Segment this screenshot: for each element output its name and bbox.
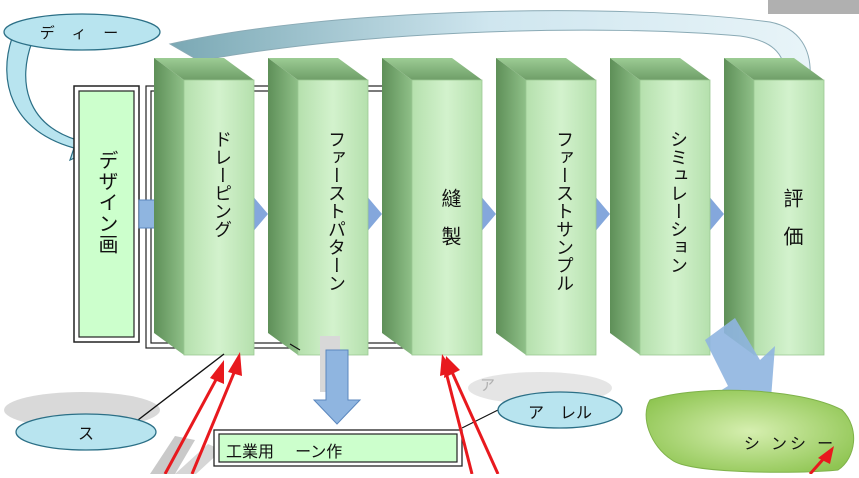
stage-label-draping: ドレーピング (211, 130, 232, 238)
leader-line-2 (289, 343, 301, 351)
top-ellipse-label: デ ィ ー (39, 24, 125, 42)
red-arrow-2 (190, 352, 242, 475)
stage-label-evaluation: 評価 (780, 188, 804, 264)
top-ellipse (3, 13, 161, 51)
stage-block-draping (154, 58, 255, 356)
left-ellipse-label: ス (77, 424, 94, 443)
stage-label-simulation: シミュレーション (667, 130, 688, 274)
stage-label-first-pattern: ファーストパターン (325, 130, 346, 292)
stage-block-simulation (610, 58, 711, 356)
industrial-box-label: 工業用 ーン作 (226, 442, 343, 461)
design-box (78, 90, 135, 338)
stage-label-first-sample: ファーストサンプル (553, 130, 574, 292)
green-blob-label: シ ンシ ー (743, 434, 837, 453)
stage-block-evaluation (724, 58, 825, 356)
apparel-ellipse-label: ア レル (527, 403, 592, 422)
stage-block-first-sample (496, 58, 597, 356)
stage-blocks (154, 58, 825, 356)
apparel-ellipse (497, 391, 623, 429)
faded-label: ア (480, 376, 496, 394)
leader-line-1 (137, 353, 225, 421)
red-arrow-5 (808, 446, 834, 475)
industrial-box (218, 433, 458, 463)
pattern-down-arrow (312, 349, 362, 425)
red-arrow-4 (444, 356, 500, 475)
green-sync-blob (645, 389, 855, 473)
corner-tab (768, 0, 859, 14)
gray-band-1 (150, 436, 195, 474)
feedback-arrow (168, 10, 811, 79)
left-ellipse (15, 413, 157, 451)
red-arrow-1 (163, 360, 224, 475)
stage-block-first-pattern (268, 58, 369, 356)
stage-block-sewing (382, 58, 483, 356)
design-box-label: デザイン画 (95, 150, 119, 255)
simulation-to-sync-arrow (705, 318, 775, 412)
stage-label-sewing: 縫製 (438, 188, 462, 264)
